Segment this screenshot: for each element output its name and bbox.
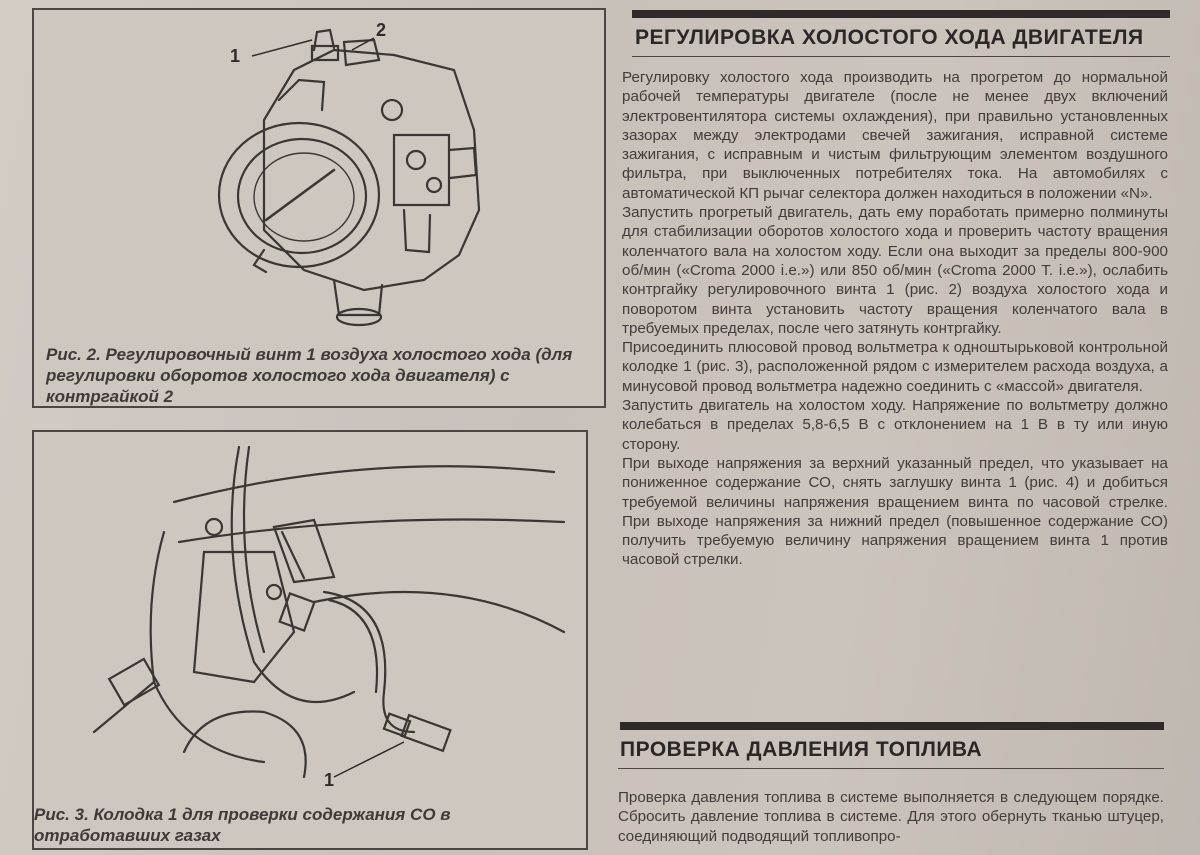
callout-1: 1 [230,46,241,66]
section-heading-bar [620,722,1164,730]
section-heading-rule [618,768,1164,769]
figure-2-caption: Рис. 2. Регулировочный винт 1 воздуха хо… [46,345,573,406]
paragraph: При выходе напряжения за верхний указанн… [622,454,1168,569]
section-heading-rule [632,56,1170,57]
paragraph: Регулировку холостого хода производить н… [622,69,1168,202]
throttle-body-illustration [217,28,481,327]
paragraph: Запустить прогретый двигатель, дать ему … [622,204,1168,337]
figure-3: 1 Рис. 3. Колодка 1 для проверки содержа… [32,430,588,850]
section-title-fuel: ПРОВЕРКА ДАВЛЕНИЯ ТОПЛИВА [620,738,983,761]
paragraph: Проверка давления топлива в системе выпо… [618,789,1164,845]
callout-2: 2 [376,20,387,40]
paragraph: Запустить двигатель на холостом ходу. На… [622,397,1168,453]
section-title-idle: РЕГУЛИРОВКА ХОЛОСТОГО ХОДА ДВИГАТЕЛЯ [635,26,1144,49]
section-heading-bar [632,10,1170,18]
paragraph: Присоединить плюсовой провод вольтметра … [622,339,1168,395]
figure-2: 1 2 Рис. 2. Регулировочный винт 1 воздух… [32,8,606,408]
figure-3-caption: Рис. 3. Колодка 1 для проверки содержани… [34,805,451,845]
co-test-connector-illustration [92,445,566,779]
section-body-fuel: Проверка давления топлива в системе выпо… [618,788,1164,846]
callout-1: 1 [324,770,335,790]
section-body-idle: Регулировку холостого хода производить н… [622,68,1168,570]
